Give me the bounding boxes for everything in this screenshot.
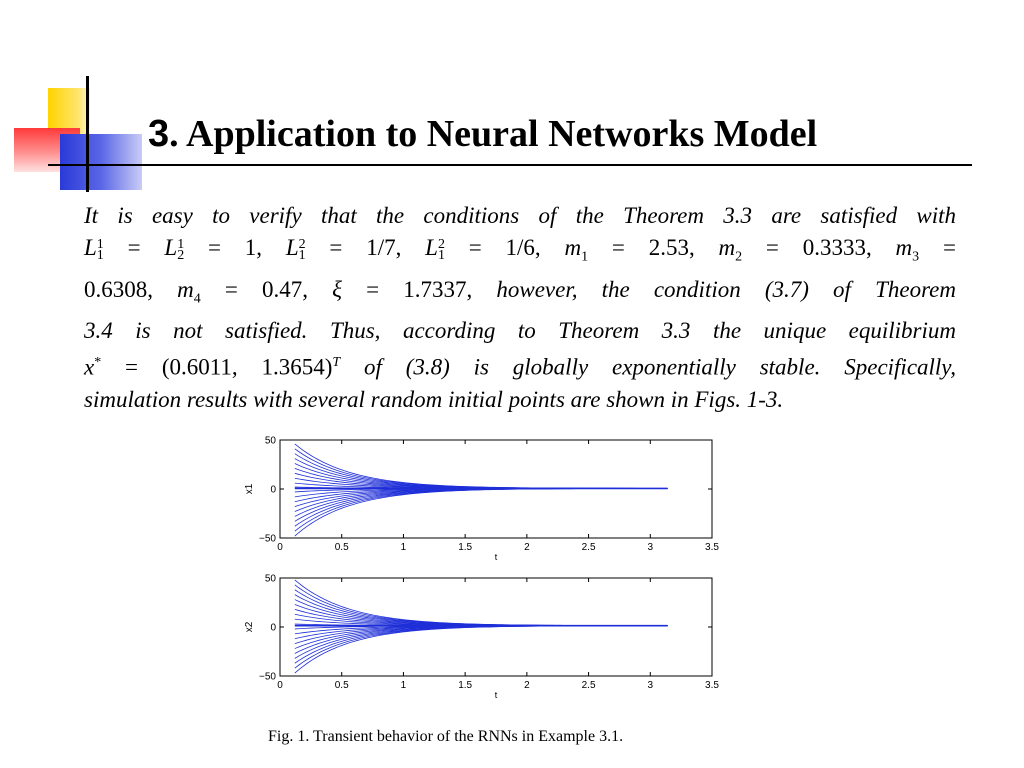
x-tick-label: 0.5	[335, 542, 349, 553]
y-tick-label: −50	[259, 534, 276, 545]
title-number: 3	[148, 113, 170, 155]
x-tick-label: 3	[648, 542, 654, 553]
math-sub: 2	[177, 247, 185, 263]
math-sub: 1	[437, 247, 445, 263]
paragraph-line-4: 3.4 is not satisfied. Thus, according to…	[84, 318, 956, 344]
paragraph-text: however, the condition (3.7) of Theorem	[496, 276, 956, 302]
y-tick-label: 0	[270, 623, 276, 634]
y-tick-label: 0	[270, 485, 276, 496]
math-var: m	[564, 235, 582, 260]
paragraph-line-3: 0.6308, m4 = 0.47, ξ = 1.7337, however, …	[84, 274, 956, 316]
math-var: x	[84, 354, 95, 380]
x-tick-label: 2	[524, 542, 530, 553]
math-sub: 1	[96, 247, 104, 263]
math-var: m	[177, 276, 194, 302]
math-sub: 1	[581, 249, 589, 265]
trajectory-line	[294, 448, 668, 489]
trajectory-line	[294, 625, 668, 674]
math-eq: =	[103, 235, 165, 260]
x-tick-label: 3	[648, 680, 654, 691]
x-tick-label: 2.5	[582, 680, 596, 691]
math-sup: 2	[437, 236, 445, 252]
math-var: L	[164, 235, 178, 260]
paragraph-line-5: x* = (0.6011, 1.3654)T of (3.8) is globa…	[84, 347, 956, 384]
math-var: m	[895, 235, 913, 260]
paragraph-text: of (3.8) is globally exponentially stabl…	[340, 354, 957, 380]
trajectory-line	[294, 458, 668, 489]
paragraph-line-6: simulation results with several random i…	[84, 386, 784, 412]
y-tick-label: −50	[259, 672, 276, 683]
x-tick-label: 3.5	[705, 680, 719, 691]
title-text: . Application to Neural Networks Model	[169, 113, 818, 155]
math-sub: 1	[298, 247, 306, 263]
body-paragraph: It is easy to verify that the conditions…	[84, 200, 956, 416]
math-sup: 1	[96, 236, 104, 252]
x-tick-label: 2.5	[582, 542, 596, 553]
x-tick-label: 1	[401, 680, 407, 691]
x-axis-label: t	[495, 690, 498, 700]
figure-caption: Fig. 1. Transient behavior of the RNNs i…	[268, 728, 624, 745]
math-eq: = (0.6011, 1.3654)	[101, 354, 333, 380]
math-var: m	[718, 235, 736, 260]
trajectory-line	[294, 472, 668, 489]
x-tick-label: 0.5	[335, 680, 349, 691]
x-tick-label: 0	[277, 680, 283, 691]
trajectory-line	[294, 625, 668, 664]
x-tick-label: 1.5	[458, 680, 472, 691]
y-axis-label: x2	[244, 621, 255, 632]
math-eq: = 1.7337,	[342, 276, 497, 302]
trajectory-line	[294, 625, 668, 654]
math-eq: = 0.47,	[200, 276, 333, 302]
math-sub: 3	[912, 249, 920, 265]
x-tick-label: 2	[524, 680, 530, 691]
math-var: L	[84, 235, 97, 260]
math-eq: = 1,	[184, 235, 286, 260]
slide-title: 3. Application to Neural Networks Model	[148, 112, 817, 156]
math-sup: T	[332, 355, 341, 371]
y-tick-label: 50	[265, 574, 277, 585]
trajectory-line	[294, 468, 668, 489]
trajectory-line	[294, 488, 668, 517]
math-value: 0.6308,	[84, 276, 178, 302]
math-eq: = 2.53,	[588, 235, 719, 260]
math-eq: = 1/6,	[444, 235, 565, 260]
x-tick-label: 1	[401, 542, 407, 553]
x-tick-label: 0	[277, 542, 283, 553]
x-tick-label: 1.5	[458, 542, 472, 553]
paragraph-line-1: It is easy to verify that the conditions…	[84, 203, 956, 228]
y-axis-label: x1	[244, 483, 255, 494]
math-sub: 2	[735, 249, 743, 265]
math-var: ξ	[332, 276, 342, 302]
x-tick-label: 3.5	[705, 542, 719, 553]
math-sub: 4	[193, 291, 201, 307]
math-var: L	[285, 235, 299, 260]
math-eq: = 1/7,	[305, 235, 426, 260]
trajectory-line	[294, 488, 668, 537]
decorative-vertical-line	[86, 76, 89, 192]
math-eq: =	[919, 235, 956, 260]
math-eq: = 0.3333,	[742, 235, 896, 260]
math-sup: 2	[298, 236, 306, 252]
x-axis-label: t	[495, 552, 498, 562]
decorative-blue-square	[60, 134, 142, 190]
trajectory-line	[294, 594, 668, 627]
math-var: L	[425, 235, 438, 260]
trajectory-line	[294, 579, 668, 627]
title-underline	[48, 164, 972, 166]
math-sup: *	[94, 355, 102, 371]
trajectory-line	[294, 488, 668, 527]
y-tick-label: 50	[265, 436, 277, 447]
math-sup: 1	[177, 236, 185, 252]
